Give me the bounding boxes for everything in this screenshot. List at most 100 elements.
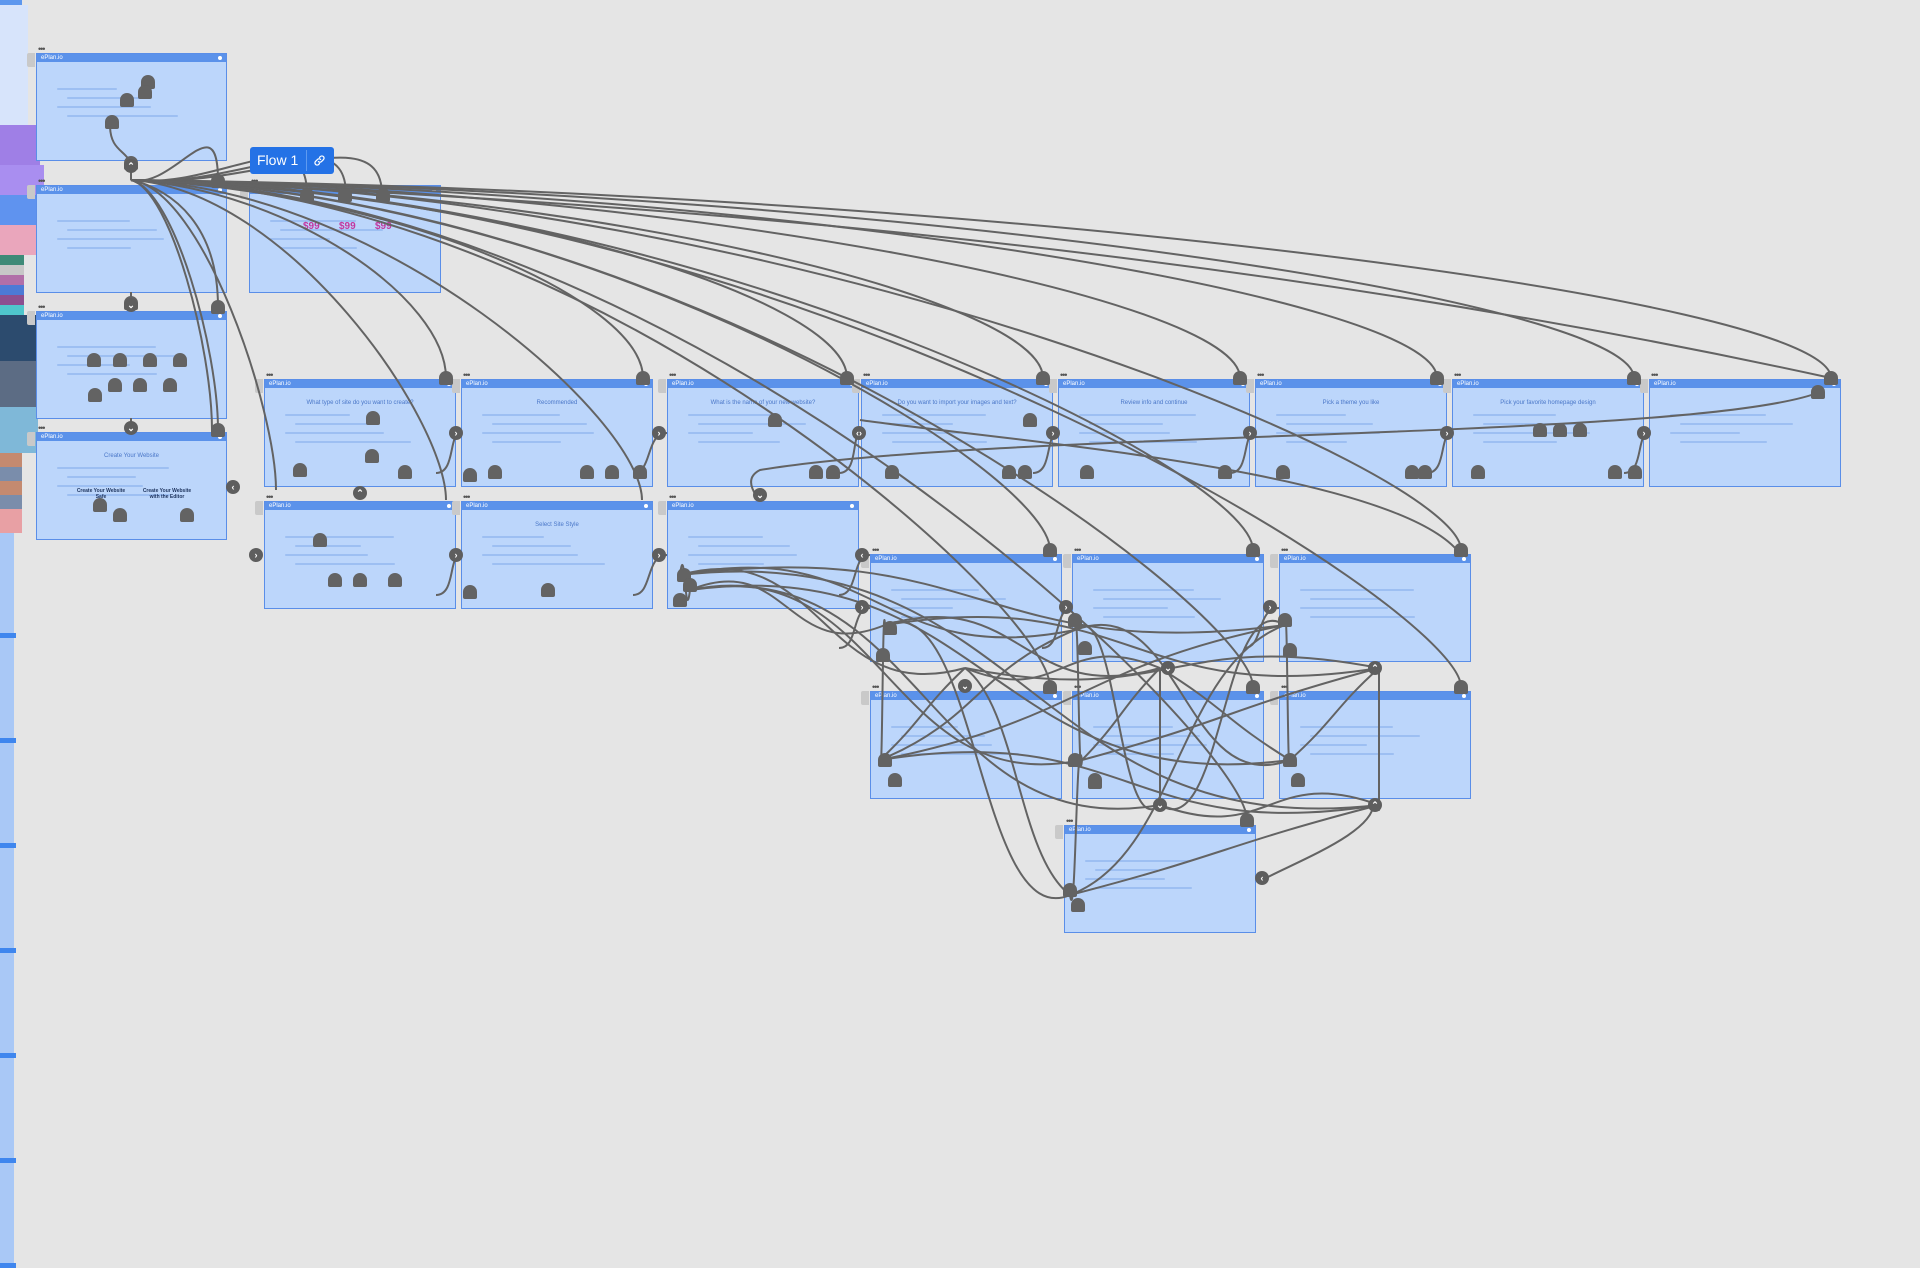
frame-menu-icon[interactable]: ••• <box>38 176 46 186</box>
hotspot-handle[interactable] <box>809 465 823 479</box>
hotspot-handle[interactable] <box>1405 465 1419 479</box>
flow-nav-marker[interactable]: ‹ <box>855 548 869 562</box>
flow-nav-marker[interactable]: ⌄ <box>1153 798 1167 812</box>
create-option-right[interactable]: Create Your Website with the Editor <box>142 488 192 500</box>
frame-handle[interactable] <box>27 185 35 199</box>
hotspot-handle[interactable] <box>541 583 555 597</box>
flow-nav-marker[interactable]: › <box>1440 426 1454 440</box>
hotspot-handle[interactable] <box>463 468 477 482</box>
flow-nav-marker[interactable]: ⌄ <box>124 298 138 312</box>
hotspot-handle[interactable] <box>636 371 650 385</box>
frame-menu-icon[interactable]: ••• <box>1281 545 1289 555</box>
flow-nav-marker[interactable]: ⌃ <box>353 486 367 500</box>
frame-menu-icon[interactable]: ••• <box>1454 370 1462 380</box>
hotspot-handle[interactable] <box>87 353 101 367</box>
flow-nav-marker[interactable]: ⌄ <box>958 679 972 693</box>
frame-handle[interactable] <box>452 501 460 515</box>
screen-frame-editor-6[interactable]: ePlan.io <box>1279 691 1471 799</box>
frame-menu-icon[interactable]: ••• <box>463 370 471 380</box>
frame-handle[interactable] <box>255 379 263 393</box>
frame-menu-icon[interactable]: ••• <box>1281 682 1289 692</box>
frame-menu-icon[interactable]: ••• <box>266 370 274 380</box>
hotspot-handle[interactable] <box>580 465 594 479</box>
hotspot-handle[interactable] <box>1553 423 1567 437</box>
hotspot-handle[interactable] <box>138 85 152 99</box>
hotspot-handle[interactable] <box>1018 465 1032 479</box>
hotspot-handle[interactable] <box>1036 371 1050 385</box>
hotspot-handle[interactable] <box>1063 883 1077 897</box>
screen-frame-editor-3[interactable]: ePlan.io <box>1279 554 1471 662</box>
hotspot-handle[interactable] <box>143 353 157 367</box>
flow-nav-marker[interactable]: ‹› <box>852 426 866 440</box>
hotspot-handle[interactable] <box>885 465 899 479</box>
flow-nav-marker[interactable]: ⌃ <box>1368 661 1382 675</box>
screen-frame-login[interactable]: ePlan.io <box>36 53 227 161</box>
frame-menu-icon[interactable]: ••• <box>863 370 871 380</box>
flow-nav-marker[interactable]: ‹ <box>1255 871 1269 885</box>
flow-nav-marker[interactable]: › <box>1637 426 1651 440</box>
hotspot-handle[interactable] <box>173 353 187 367</box>
hotspot-handle[interactable] <box>1824 371 1838 385</box>
hotspot-handle[interactable] <box>439 371 453 385</box>
frame-menu-icon[interactable]: ••• <box>38 44 46 54</box>
hotspot-handle[interactable] <box>1454 543 1468 557</box>
hotspot-handle[interactable] <box>488 465 502 479</box>
frame-handle[interactable] <box>1270 554 1278 568</box>
hotspot-handle[interactable] <box>1471 465 1485 479</box>
flow-nav-marker[interactable]: ‹ <box>226 480 240 494</box>
frame-menu-icon[interactable]: ••• <box>1257 370 1265 380</box>
screen-frame-onboarding-steps[interactable]: ePlan.io <box>36 311 227 419</box>
link-icon[interactable] <box>306 150 331 171</box>
hotspot-handle[interactable] <box>133 378 147 392</box>
hotspot-handle[interactable] <box>1283 753 1297 767</box>
frame-handle[interactable] <box>861 691 869 705</box>
hotspot-handle[interactable] <box>683 578 697 592</box>
hotspot-handle[interactable] <box>300 188 314 202</box>
flow-nav-marker[interactable]: › <box>1243 426 1257 440</box>
hotspot-handle[interactable] <box>398 465 412 479</box>
frame-menu-icon[interactable]: ••• <box>463 492 471 502</box>
hotspot-handle[interactable] <box>328 573 342 587</box>
hotspot-handle[interactable] <box>1276 465 1290 479</box>
frame-handle[interactable] <box>1049 379 1057 393</box>
hotspot-handle[interactable] <box>840 371 854 385</box>
frame-handle[interactable] <box>658 379 666 393</box>
hotspot-handle[interactable] <box>338 188 352 202</box>
hotspot-handle[interactable] <box>180 508 194 522</box>
hotspot-handle[interactable] <box>1218 465 1232 479</box>
hotspot-handle[interactable] <box>353 573 367 587</box>
hotspot-handle[interactable] <box>376 188 390 202</box>
frame-handle[interactable] <box>1246 379 1254 393</box>
hotspot-handle[interactable] <box>1283 643 1297 657</box>
hotspot-handle[interactable] <box>1071 898 1085 912</box>
hotspot-handle[interactable] <box>313 533 327 547</box>
frame-menu-icon[interactable]: ••• <box>251 176 259 186</box>
frame-handle[interactable] <box>240 185 248 199</box>
screen-frame-editor-2[interactable]: ePlan.io <box>1072 554 1264 662</box>
flow-nav-marker[interactable]: › <box>1059 600 1073 614</box>
frame-menu-icon[interactable]: ••• <box>1060 370 1068 380</box>
hotspot-handle[interactable] <box>1573 423 1587 437</box>
hotspot-handle[interactable] <box>211 174 225 188</box>
frame-menu-icon[interactable]: ••• <box>1651 370 1659 380</box>
hotspot-handle[interactable] <box>1068 613 1082 627</box>
hotspot-handle[interactable] <box>1043 543 1057 557</box>
frame-menu-icon[interactable]: ••• <box>38 302 46 312</box>
frame-menu-icon[interactable]: ••• <box>1066 816 1074 826</box>
frame-menu-icon[interactable]: ••• <box>669 370 677 380</box>
hotspot-handle[interactable] <box>1291 773 1305 787</box>
hotspot-handle[interactable] <box>1246 680 1260 694</box>
hotspot-handle[interactable] <box>1811 385 1825 399</box>
flow-nav-marker[interactable]: ⌄ <box>1161 661 1175 675</box>
frame-handle[interactable] <box>1063 554 1071 568</box>
hotspot-handle[interactable] <box>1023 413 1037 427</box>
hotspot-handle[interactable] <box>1430 371 1444 385</box>
screen-frame-editor-1[interactable]: ePlan.io <box>870 554 1062 662</box>
frame-menu-icon[interactable]: ••• <box>1074 682 1082 692</box>
hotspot-handle[interactable] <box>633 465 647 479</box>
frame-handle[interactable] <box>452 379 460 393</box>
frame-handle[interactable] <box>27 53 35 67</box>
hotspot-handle[interactable] <box>1233 371 1247 385</box>
screen-frame-editor-7[interactable]: ePlan.io <box>1064 825 1256 933</box>
frame-handle[interactable] <box>1063 691 1071 705</box>
